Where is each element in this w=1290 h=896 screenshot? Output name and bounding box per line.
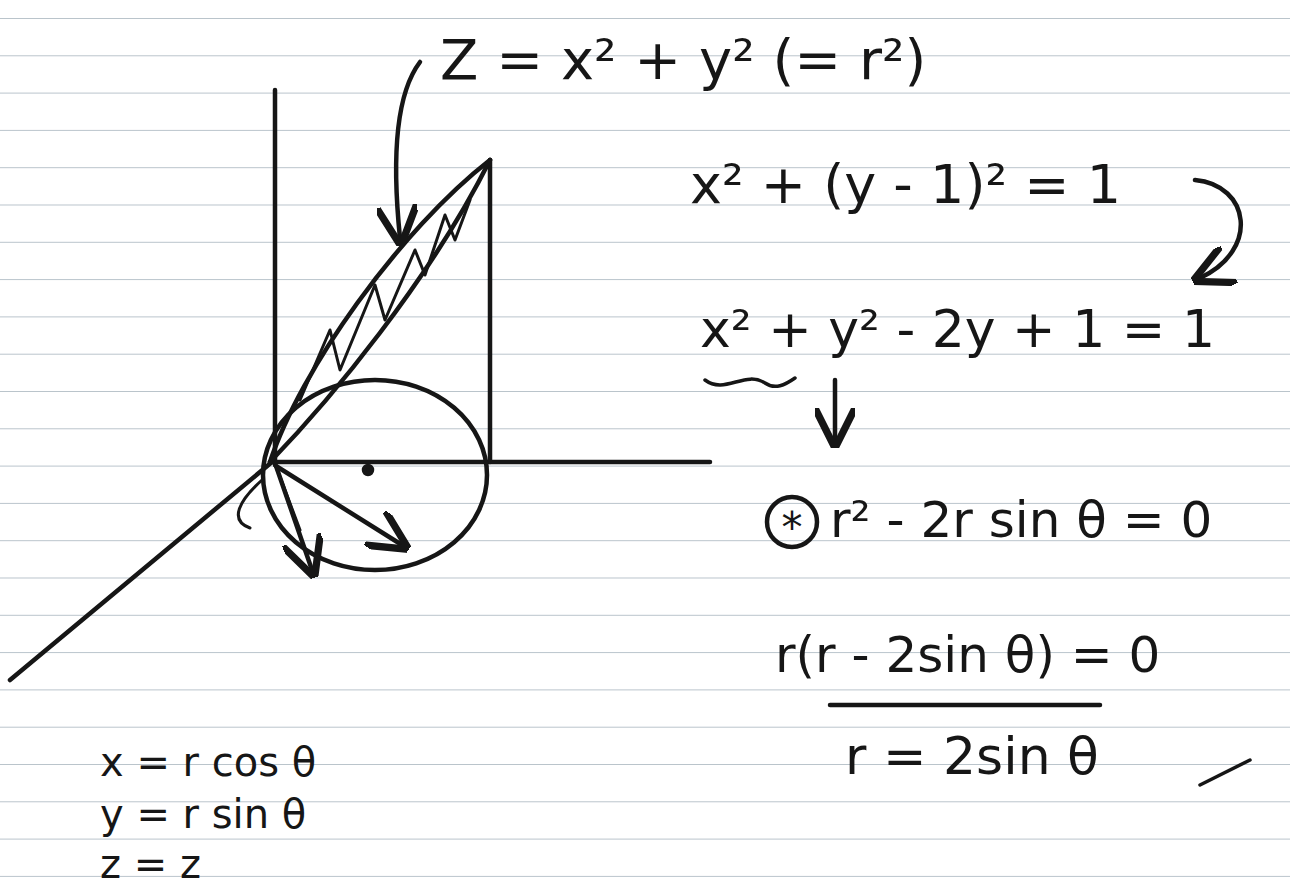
z-axis	[273, 90, 278, 465]
cylinder-edge	[488, 160, 493, 462]
angle-arc	[238, 480, 262, 528]
radius-line	[276, 466, 300, 530]
tilde-brace	[705, 378, 795, 386]
conversion: z = z	[100, 842, 201, 886]
equation: r² - 2r sin θ = 0	[830, 493, 1212, 548]
equation: x² + y² - 2y + 1 = 1	[700, 301, 1215, 358]
x-axis	[10, 462, 272, 680]
paraboloid-curve	[270, 160, 490, 462]
curved-arrow	[1195, 180, 1241, 278]
star-mark: *	[782, 505, 803, 551]
equation: r = 2sin θ	[845, 728, 1099, 785]
underline	[830, 703, 1100, 708]
leader-arrow	[396, 62, 420, 238]
radius-arrow	[276, 466, 312, 570]
equation: r(r - 2sin θ) = 0	[775, 628, 1160, 683]
equation: x² + (y - 1)² = 1	[690, 155, 1121, 214]
paraboloid-curve	[270, 160, 490, 462]
center-dot	[364, 466, 372, 474]
equation: Z = x² + y² (= r²)	[440, 29, 926, 91]
check-mark	[1200, 760, 1250, 785]
base-circle	[263, 380, 487, 570]
shading	[300, 200, 470, 400]
conversion: y = r sin θ	[100, 792, 306, 836]
radius-arrow	[276, 466, 402, 545]
down-arrow	[833, 380, 838, 440]
conversion: x = r cos θ	[100, 740, 316, 784]
